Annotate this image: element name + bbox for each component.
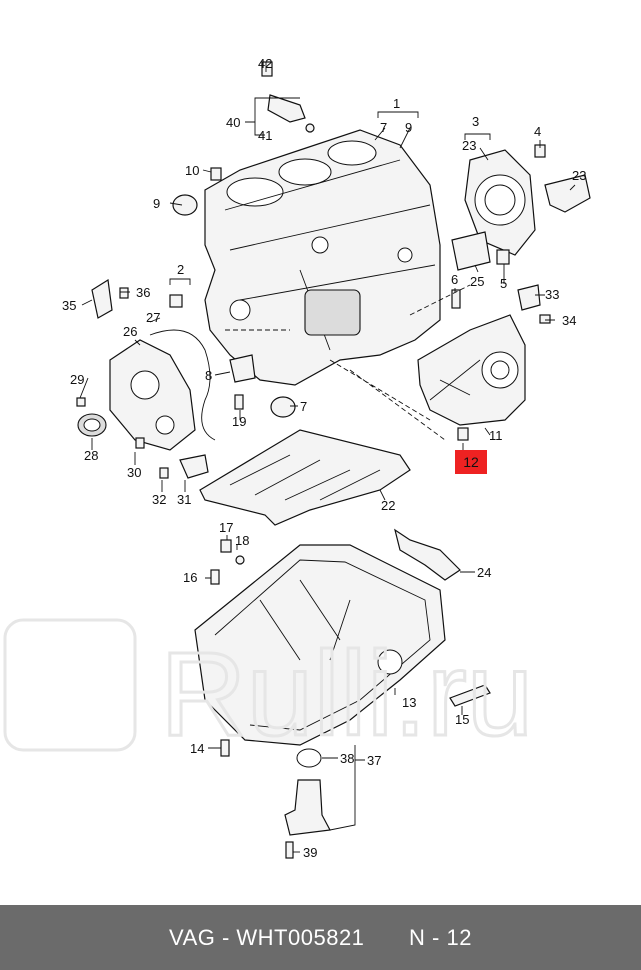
- o-ring-38: [296, 748, 322, 768]
- callout-24: 24: [477, 565, 491, 580]
- callout-6: 6: [451, 272, 458, 287]
- oil-level-sensor-37: [284, 779, 331, 836]
- plug-7: [270, 396, 296, 418]
- callout-28: 28: [84, 448, 98, 463]
- oil-pressure-switch: [261, 61, 315, 133]
- sensor-33: [517, 284, 541, 311]
- callout-39: 39: [303, 845, 317, 860]
- footer-brand-code: VAG - WHT005821: [169, 924, 365, 950]
- callout-37: 37: [367, 753, 381, 768]
- oil-baffle-22: [199, 429, 411, 526]
- callout-9: 9: [405, 120, 412, 135]
- callout-40: 40: [226, 115, 240, 130]
- callout-33: 33: [545, 287, 559, 302]
- pin-19: [234, 394, 244, 410]
- ring-18: [235, 555, 245, 565]
- callout-23b: 23: [572, 168, 586, 183]
- callout-26: 26: [123, 324, 137, 339]
- callout-4: 4: [534, 124, 541, 139]
- pulley-31: [179, 454, 209, 479]
- engine-block: [204, 129, 441, 386]
- gasket-24: [394, 528, 461, 581]
- callout-42: 42: [258, 56, 272, 71]
- pin-16: [210, 569, 220, 585]
- callout-25: 25: [470, 274, 484, 289]
- timing-case-cover: [417, 314, 526, 426]
- callout-16: 16: [183, 570, 197, 585]
- highlighted-part-label: 12: [463, 454, 479, 470]
- stud-6: [451, 289, 461, 309]
- callout-13: 13: [402, 695, 416, 710]
- callout-35: 35: [62, 298, 76, 313]
- callout-22: 22: [381, 498, 395, 513]
- oil-pipe-27: [149, 329, 216, 441]
- bolt-29: [76, 397, 86, 407]
- plug-9: [172, 194, 198, 216]
- callout-17: 17: [219, 520, 233, 535]
- bolt-14: [220, 739, 230, 757]
- callout-23a: 23: [462, 138, 476, 153]
- exploded-parts-diagram: 42 40 41 1 7 9 3 23 4 10 9 23 25 6 5 33 …: [62, 56, 591, 860]
- callout-7b: 7: [300, 399, 307, 414]
- bolt-39: [285, 841, 294, 859]
- footer-bar: VAG - WHT005821 N - 12: [0, 905, 641, 970]
- bolt-30: [135, 437, 145, 449]
- callout-14: 14: [190, 741, 204, 756]
- callout-34: 34: [562, 313, 576, 328]
- bolt-12: [457, 427, 469, 441]
- callout-15: 15: [455, 712, 469, 727]
- oil-pump: [109, 339, 196, 451]
- callout-labels: 42 40 41 1 7 9 3 23 4 10 9 23 25 6 5 33 …: [62, 56, 586, 860]
- dowel-5: [496, 249, 510, 265]
- callout-10: 10: [185, 163, 199, 178]
- callout-36: 36: [136, 285, 150, 300]
- callout-27: 27: [146, 310, 160, 325]
- bolt-36: [119, 287, 129, 299]
- callout-1: 1: [393, 96, 400, 111]
- callout-29: 29: [70, 372, 84, 387]
- leader-lines: [79, 62, 576, 853]
- callout-5: 5: [500, 276, 507, 291]
- sensor-8: [229, 354, 256, 383]
- callout-32: 32: [152, 492, 166, 507]
- rear-seal-flange: [464, 149, 591, 256]
- plug-10: [210, 167, 222, 181]
- callout-8: 8: [205, 368, 212, 383]
- callout-3: 3: [472, 114, 479, 129]
- callout-30: 30: [127, 465, 141, 480]
- bolt-34: [539, 314, 551, 324]
- bolt-32: [159, 467, 169, 479]
- callout-41: 41: [258, 128, 272, 143]
- callout-31: 31: [177, 492, 191, 507]
- callout-38: 38: [340, 751, 354, 766]
- oil-pan: [194, 544, 446, 746]
- highlight-marker: [455, 450, 487, 474]
- callout-18: 18: [235, 533, 249, 548]
- sealant-tube-15: [449, 684, 491, 707]
- valve-35: [91, 278, 113, 319]
- callout-11: 11: [489, 428, 503, 443]
- callout-2: 2: [177, 262, 184, 277]
- callout-19: 19: [232, 414, 246, 429]
- callout-9b: 9: [153, 196, 160, 211]
- plug-17: [220, 539, 232, 553]
- bracket-25: [451, 231, 491, 271]
- footer-page-number: N - 12: [409, 924, 472, 950]
- bolt-2: [169, 294, 183, 308]
- callout-7: 7: [380, 120, 387, 135]
